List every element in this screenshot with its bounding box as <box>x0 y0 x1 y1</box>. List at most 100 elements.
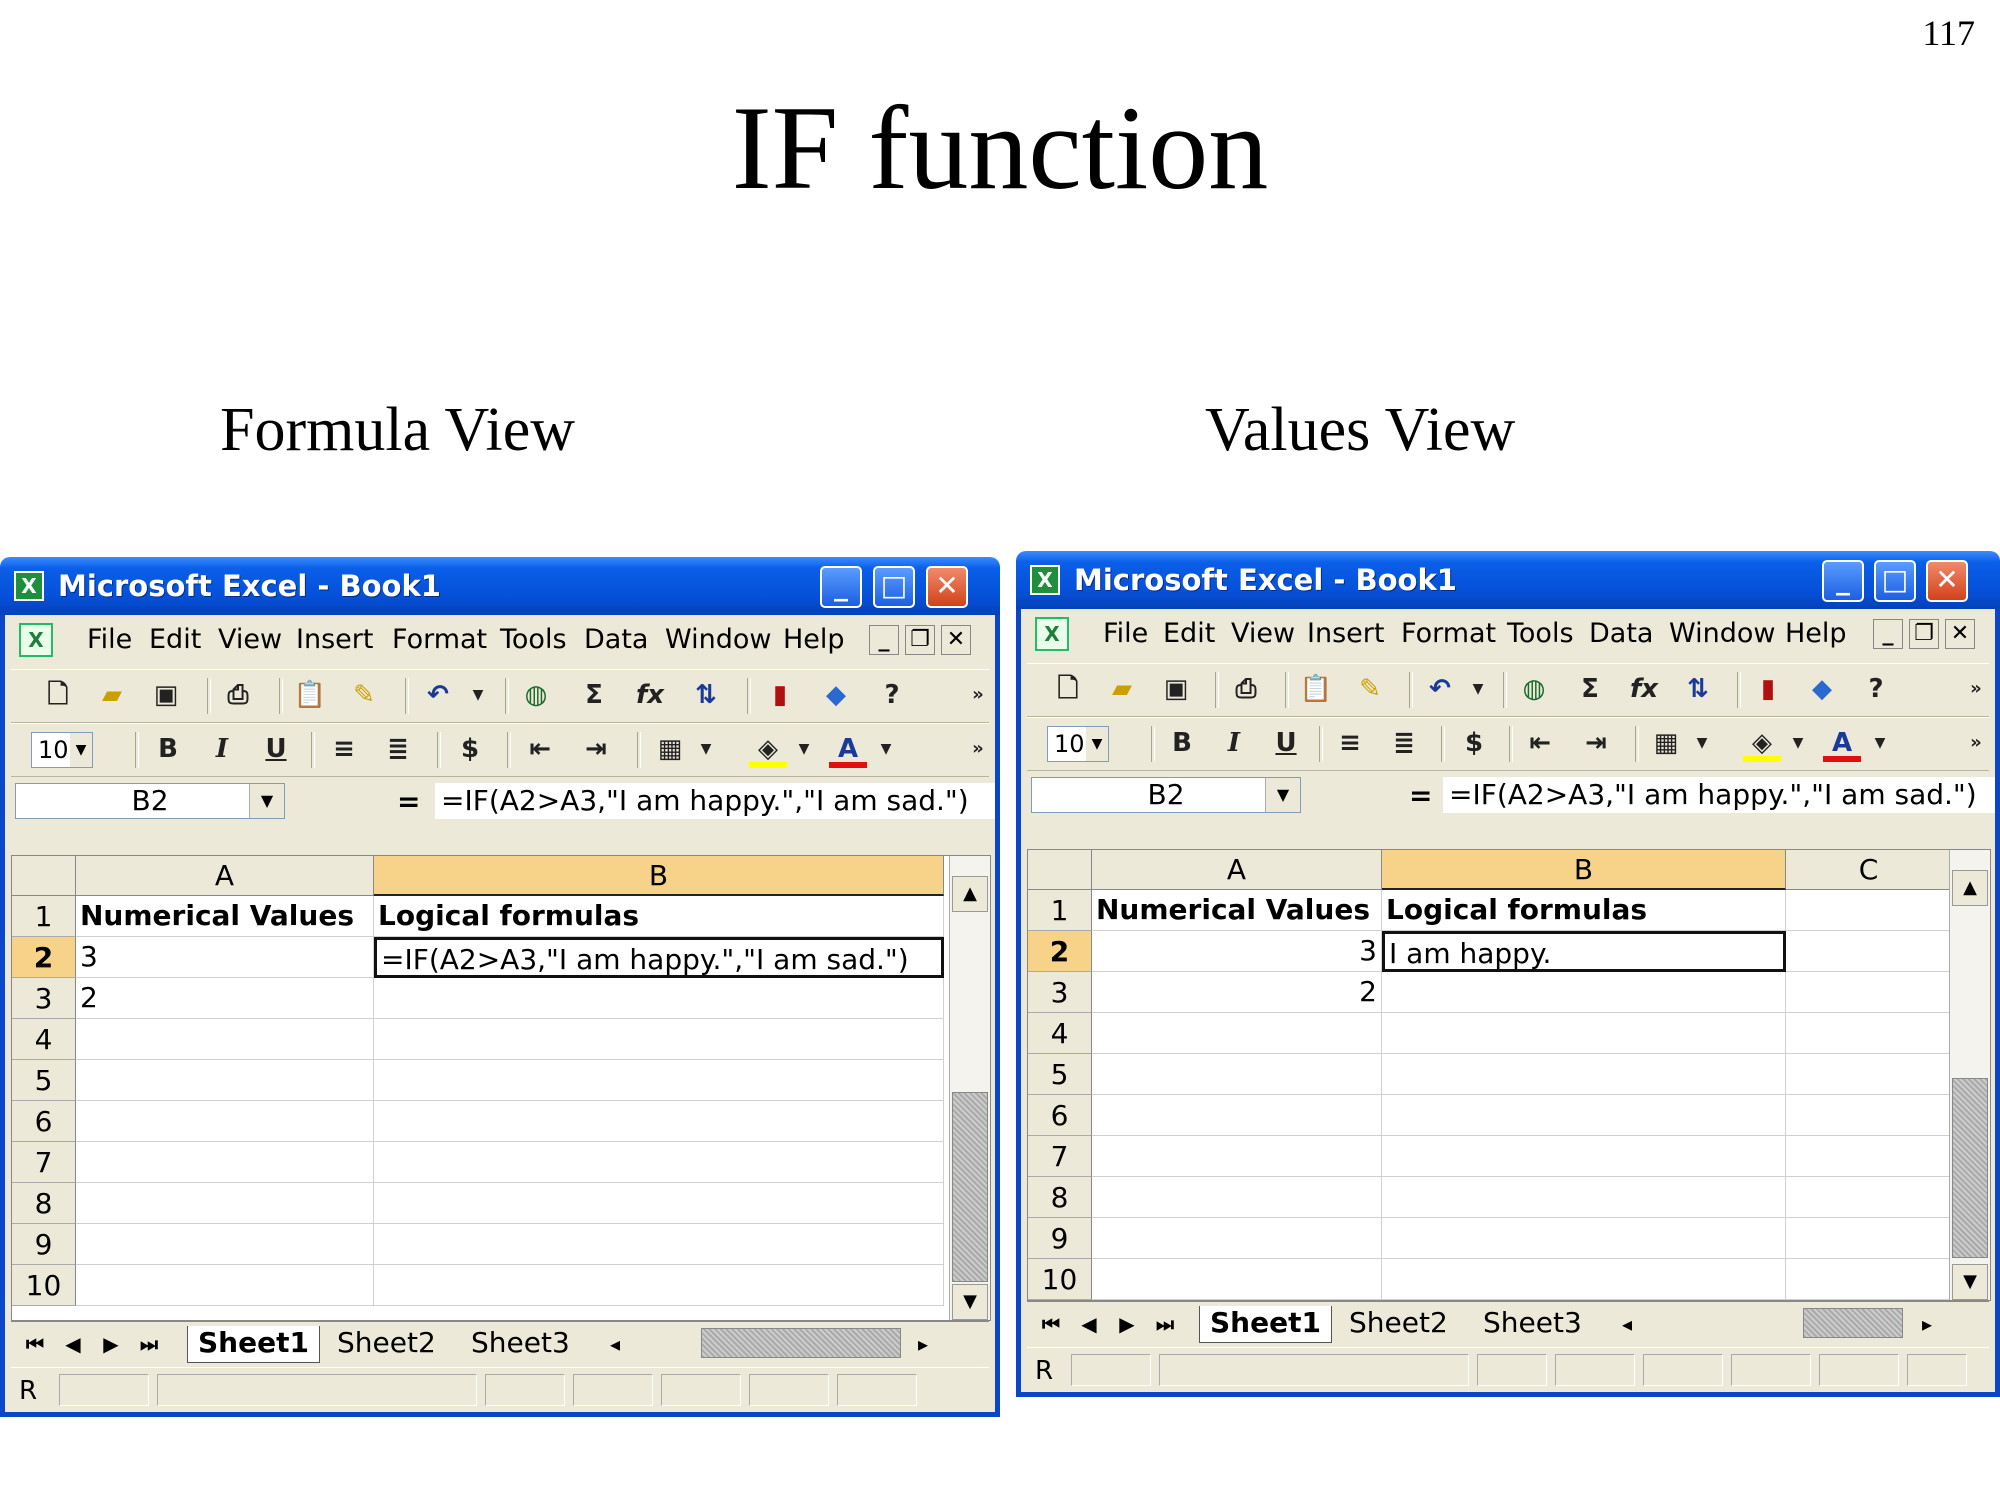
menu-tools[interactable]: Tools <box>1507 618 1574 649</box>
minimize-button[interactable]: _ <box>1822 560 1864 602</box>
cell-b2[interactable]: I am happy. <box>1382 931 1786 972</box>
undo-icon[interactable]: ↶ <box>1429 674 1451 704</box>
sort-ascending-icon[interactable]: ⇅ <box>695 680 717 710</box>
title-bar[interactable]: X Microsoft Excel - Book1 _ □ ✕ <box>0 557 1000 615</box>
cell-c8[interactable] <box>1786 1177 1952 1218</box>
menu-edit[interactable]: Edit <box>1163 618 1216 649</box>
cell-a7[interactable] <box>1092 1136 1382 1177</box>
menu-data[interactable]: Data <box>1589 618 1654 649</box>
menu-view[interactable]: View <box>218 624 283 655</box>
row-header-6[interactable]: 6 <box>1028 1095 1092 1136</box>
cell-c10[interactable] <box>1786 1259 1952 1300</box>
font-color-icon[interactable]: A <box>829 730 867 768</box>
fill-color-icon[interactable]: ◈ <box>1743 724 1781 762</box>
scroll-up-icon[interactable]: ▲ <box>952 876 988 912</box>
save-icon[interactable]: ▣ <box>1163 674 1189 704</box>
name-box[interactable]: B2▼ <box>15 783 285 819</box>
chevron-down-icon[interactable]: ▼ <box>249 784 284 818</box>
row-header-3[interactable]: 3 <box>1028 972 1092 1013</box>
cell-b3[interactable] <box>1382 972 1786 1013</box>
cell-a7[interactable] <box>76 1142 374 1183</box>
cell-b3[interactable] <box>374 978 944 1019</box>
decrease-indent-icon[interactable]: ⇤ <box>1529 728 1551 758</box>
sort-ascending-icon[interactable]: ⇅ <box>1687 674 1709 704</box>
row-header-4[interactable]: 4 <box>1028 1013 1092 1054</box>
cell-b9[interactable] <box>374 1224 944 1265</box>
row-header-10[interactable]: 10 <box>1028 1259 1092 1300</box>
cell-a1[interactable]: Numerical Values <box>1092 890 1382 931</box>
borders-icon[interactable]: ▦ <box>1653 728 1679 758</box>
hscroll-left-icon[interactable]: ◂ <box>609 1332 621 1356</box>
cell-c7[interactable] <box>1786 1136 1952 1177</box>
menu-insert[interactable]: Insert <box>296 624 374 655</box>
menu-view[interactable]: View <box>1231 618 1296 649</box>
cell-b6[interactable] <box>1382 1095 1786 1136</box>
bold-icon[interactable]: B <box>158 734 178 764</box>
row-header-4[interactable]: 4 <box>12 1019 76 1060</box>
row-header-6[interactable]: 6 <box>12 1101 76 1142</box>
format-painter-icon[interactable]: ✎ <box>353 680 375 710</box>
align-center-icon[interactable]: ≣ <box>387 734 409 764</box>
open-icon[interactable]: ▰ <box>102 680 122 710</box>
menu-data[interactable]: Data <box>584 624 649 655</box>
column-header-c[interactable]: C <box>1786 850 1952 890</box>
cell-b9[interactable] <box>1382 1218 1786 1259</box>
cell-c5[interactable] <box>1786 1054 1952 1095</box>
fill-color-icon[interactable]: ◈ <box>749 730 787 768</box>
horizontal-scroll-thumb[interactable] <box>1803 1308 1903 1338</box>
menu-format[interactable]: Format <box>392 624 488 655</box>
cell-a6[interactable] <box>1092 1095 1382 1136</box>
excel-app-icon[interactable]: X <box>1030 565 1060 595</box>
toolbar-options-icon[interactable]: » <box>1970 732 1982 753</box>
maximize-button[interactable]: □ <box>1874 560 1916 602</box>
tab-sheet3[interactable]: Sheet3 <box>1483 1306 1582 1339</box>
hscroll-right-icon[interactable]: ▸ <box>917 1332 929 1356</box>
doc-close-button[interactable]: ✕ <box>1945 619 1975 649</box>
undo-dropdown-icon[interactable]: ▼ <box>1472 681 1484 697</box>
workbook-icon[interactable]: X <box>1035 617 1069 651</box>
cell-a8[interactable] <box>76 1183 374 1224</box>
print-icon[interactable]: ⎙ <box>227 680 249 710</box>
italic-icon[interactable]: I <box>1227 728 1241 758</box>
last-sheet-icon[interactable]: ⏭ <box>140 1332 158 1356</box>
formula-eq-icon[interactable]: = <box>1409 779 1433 812</box>
close-button[interactable]: ✕ <box>1926 560 1968 602</box>
tab-sheet2[interactable]: Sheet2 <box>337 1326 436 1359</box>
cell-a5[interactable] <box>1092 1054 1382 1095</box>
chevron-down-icon[interactable]: ▼ <box>1265 778 1300 812</box>
cell-a2[interactable]: 3 <box>76 937 374 978</box>
cell-a1[interactable]: Numerical Values <box>76 896 374 937</box>
vertical-scrollbar[interactable]: ▲ ▼ <box>1949 850 1990 1300</box>
web-globe-icon[interactable]: ◍ <box>524 680 548 710</box>
cell-a10[interactable] <box>1092 1259 1382 1300</box>
cell-b6[interactable] <box>374 1101 944 1142</box>
new-icon[interactable]: 🗋 <box>1057 674 1079 704</box>
row-header-9[interactable]: 9 <box>12 1224 76 1265</box>
scroll-down-icon[interactable]: ▼ <box>1952 1264 1988 1300</box>
cell-b2[interactable]: =IF(A2>A3,"I am happy.","I am sad.") <box>374 937 944 978</box>
undo-dropdown-icon[interactable]: ▼ <box>472 687 484 703</box>
bold-icon[interactable]: B <box>1172 728 1192 758</box>
paste-icon[interactable]: 📋 <box>1299 674 1333 704</box>
cell-a3[interactable]: 2 <box>76 978 374 1019</box>
row-header-10[interactable]: 10 <box>12 1265 76 1306</box>
print-icon[interactable]: ⎙ <box>1235 674 1257 704</box>
cell-a3[interactable]: 2 <box>1092 972 1382 1013</box>
cell-b4[interactable] <box>1382 1013 1786 1054</box>
column-header-a[interactable]: A <box>1092 850 1382 890</box>
currency-icon[interactable]: $ <box>1464 728 1484 758</box>
menu-format[interactable]: Format <box>1401 618 1497 649</box>
font-size-select[interactable]: 10▼ <box>1047 726 1109 762</box>
toolbar-options-icon[interactable]: » <box>972 738 984 759</box>
hscroll-right-icon[interactable]: ▸ <box>1921 1312 1933 1336</box>
cell-b1[interactable]: Logical formulas <box>374 896 944 937</box>
cell-c1[interactable] <box>1786 890 1952 931</box>
row-header-2[interactable]: 2 <box>12 937 76 978</box>
row-header-8[interactable]: 8 <box>12 1183 76 1224</box>
borders-dropdown-icon[interactable]: ▼ <box>700 741 712 757</box>
vertical-scrollbar[interactable]: ▲ ▼ <box>949 856 990 1320</box>
first-sheet-icon[interactable]: ⏮ <box>1042 1312 1060 1336</box>
align-center-icon[interactable]: ≣ <box>1393 728 1415 758</box>
doc-minimize-button[interactable]: _ <box>869 625 899 655</box>
cell-b7[interactable] <box>1382 1136 1786 1177</box>
